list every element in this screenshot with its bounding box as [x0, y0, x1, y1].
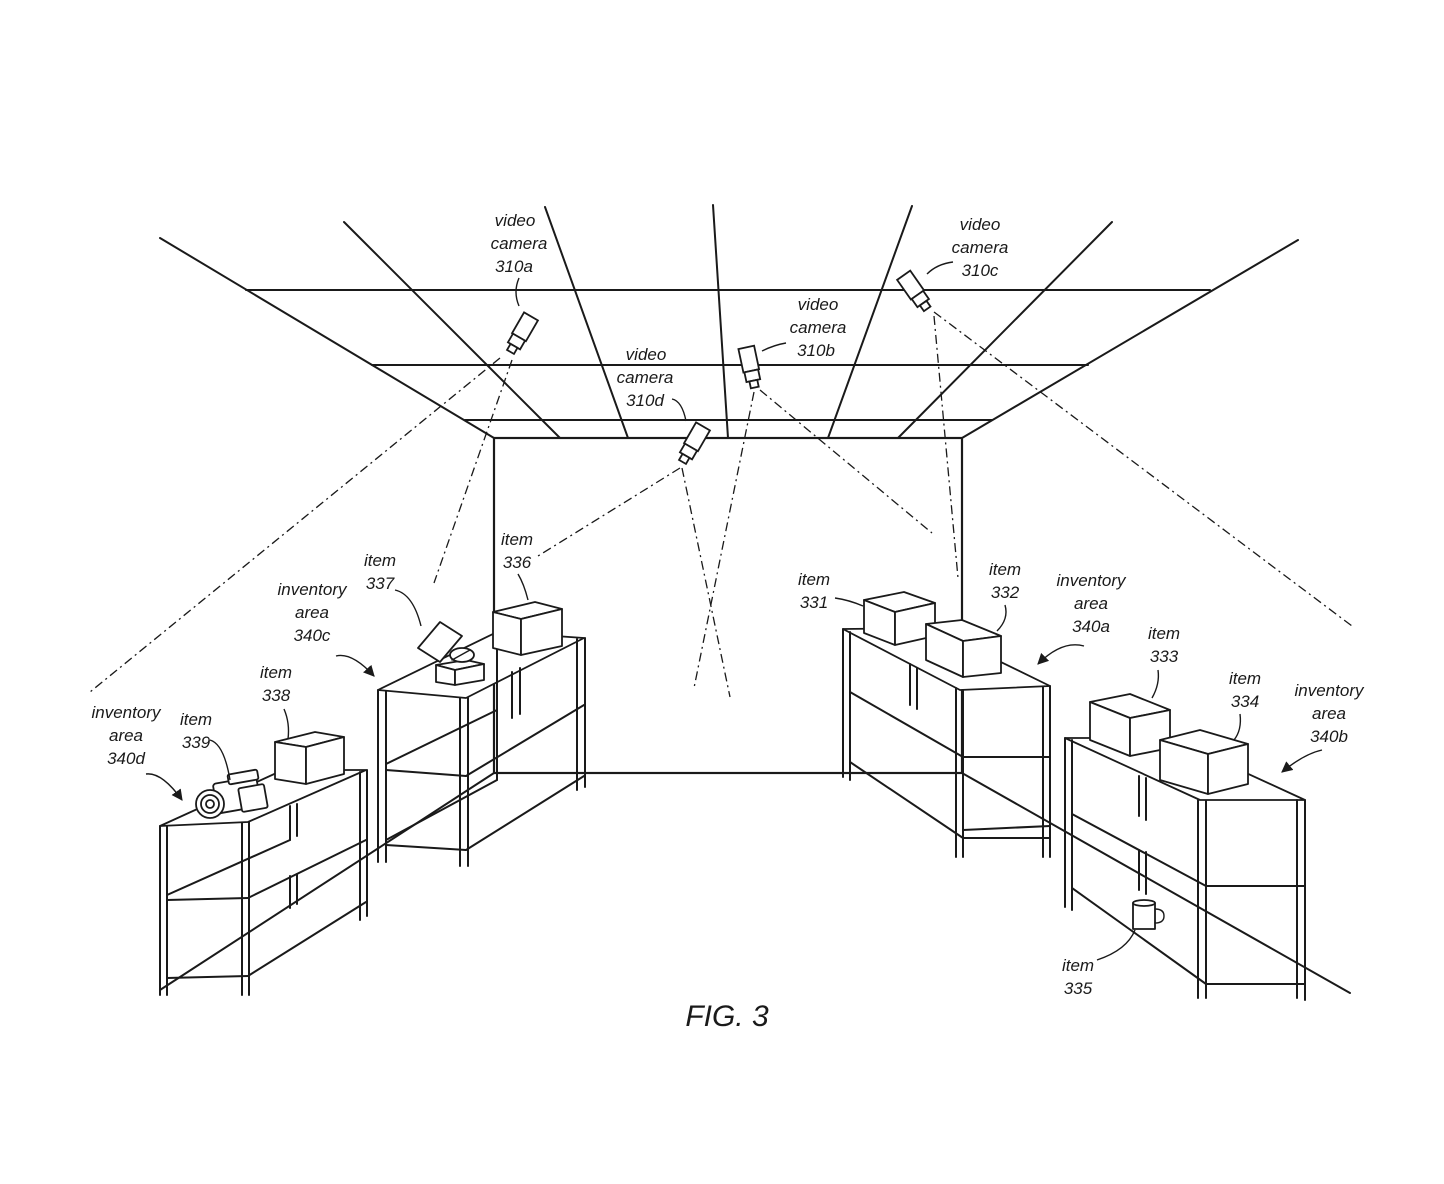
- camera-label-line: 310c: [962, 261, 999, 280]
- area-label-line: 340b: [1310, 727, 1348, 746]
- item-label-line: 336: [503, 553, 532, 572]
- video-camera-310c: [895, 269, 932, 313]
- item-337-object: [417, 621, 485, 686]
- label-item-336: item 336: [501, 530, 533, 572]
- label-item-332: item 332: [989, 560, 1021, 602]
- item-label-line: item: [260, 663, 292, 682]
- item-label-line: 338: [262, 686, 291, 705]
- item-333-box: [1089, 693, 1171, 757]
- area-label-line: inventory: [92, 703, 162, 722]
- item-label-line: item: [501, 530, 533, 549]
- item-label-line: item: [989, 560, 1021, 579]
- camera-label-line: video: [960, 215, 1001, 234]
- label-item-337: item 337: [364, 551, 396, 593]
- item-label-line: item: [1062, 956, 1094, 975]
- item-label-line: 334: [1231, 692, 1259, 711]
- label-item-339: item 339: [180, 710, 212, 752]
- item-label-line: 332: [991, 583, 1020, 602]
- item-332-mesh-crate: [925, 619, 1002, 678]
- item-label-line: 337: [366, 574, 395, 593]
- label-item-335: item 335: [1062, 956, 1094, 998]
- area-label-line: area: [109, 726, 143, 745]
- camera-label-line: video: [495, 211, 536, 230]
- camera-label-line: camera: [491, 234, 548, 253]
- camera-label-line: camera: [952, 238, 1009, 257]
- leader-lines: [209, 261, 1242, 961]
- label-camera-310c: video camera 310c: [952, 215, 1009, 280]
- item-label-line: 335: [1064, 979, 1093, 998]
- item-336-box: [492, 601, 563, 656]
- item-label-line: 333: [1150, 647, 1179, 666]
- label-area-340c: inventory area 340c: [278, 580, 348, 645]
- item-334-box: [1159, 729, 1249, 795]
- area-label-line: 340d: [107, 749, 145, 768]
- item-335-mug: [1132, 899, 1165, 930]
- figure-caption: FIG. 3: [685, 1000, 769, 1033]
- label-camera-310d: video camera 310d: [617, 345, 674, 410]
- label-camera-310a: video camera 310a: [491, 211, 548, 276]
- label-area-340d: inventory area 340d: [92, 703, 162, 768]
- label-item-338: item 338: [260, 663, 292, 705]
- item-label-line: 331: [800, 593, 828, 612]
- label-area-340a: inventory area 340a: [1057, 571, 1127, 636]
- video-camera-310b: [737, 344, 762, 390]
- item-label-line: item: [180, 710, 212, 729]
- item-338-box: [274, 731, 345, 785]
- camera-view-lines: [89, 311, 1353, 698]
- item-331-box: [863, 591, 936, 646]
- item-339-video-camera: [195, 768, 269, 819]
- label-area-340b: inventory area 340b: [1295, 681, 1365, 746]
- area-label-line: inventory: [278, 580, 348, 599]
- camera-label-line: video: [798, 295, 839, 314]
- video-camera-310a: [505, 311, 540, 356]
- camera-label-line: 310b: [797, 341, 835, 360]
- area-label-line: area: [295, 603, 329, 622]
- camera-label-line: 310d: [626, 391, 664, 410]
- area-label-line: 340c: [294, 626, 331, 645]
- camera-label-line: video: [626, 345, 667, 364]
- item-label-line: item: [364, 551, 396, 570]
- camera-label-line: 310a: [495, 257, 533, 276]
- video-camera-310d: [677, 421, 712, 466]
- area-label-line: inventory: [1057, 571, 1127, 590]
- label-item-331: item 331: [798, 570, 830, 612]
- label-item-334: item 334: [1229, 669, 1261, 711]
- item-label-line: item: [798, 570, 830, 589]
- item-label-line: 339: [182, 733, 211, 752]
- area-label-line: inventory: [1295, 681, 1365, 700]
- room-structure: [159, 204, 1351, 994]
- camera-label-line: camera: [790, 318, 847, 337]
- label-camera-310b: video camera 310b: [790, 295, 847, 360]
- area-label-line: area: [1074, 594, 1108, 613]
- item-label-line: item: [1229, 669, 1261, 688]
- item-label-line: item: [1148, 624, 1180, 643]
- area-label-line: area: [1312, 704, 1346, 723]
- area-arrows: [145, 644, 1323, 801]
- area-label-line: 340a: [1072, 617, 1110, 636]
- label-item-333: item 333: [1148, 624, 1180, 666]
- camera-label-line: camera: [617, 368, 674, 387]
